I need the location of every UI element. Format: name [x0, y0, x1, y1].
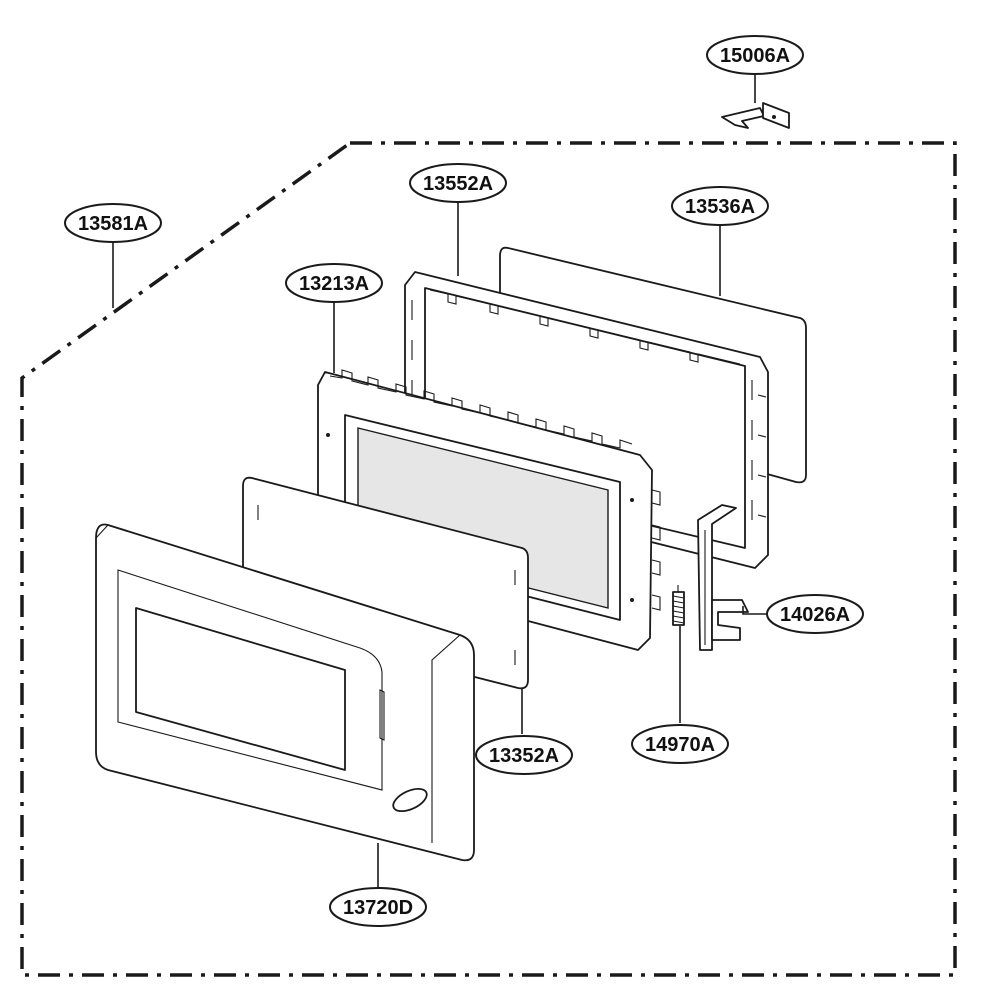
callout-13552a: 13552A	[409, 163, 507, 203]
label-14970a: 14970A	[645, 734, 715, 756]
part-14970a-spring	[672, 585, 685, 626]
callout-13352a: 13352A	[475, 735, 573, 775]
label-13352a: 13352A	[489, 745, 559, 767]
part-14026a-latch	[697, 504, 749, 651]
callout-14970a: 14970A	[631, 724, 729, 764]
part-15006a-bracket	[721, 102, 790, 129]
label-13720d: 13720D	[343, 897, 413, 919]
callout-13720d: 13720D	[329, 887, 427, 927]
label-13536a: 13536A	[685, 196, 755, 218]
callout-14026a: 14026A	[766, 594, 864, 634]
label-15006a: 15006A	[720, 45, 790, 67]
label-13213a: 13213A	[299, 273, 369, 295]
callout-13536a: 13536A	[671, 186, 769, 226]
part-13720d-door-front	[95, 523, 475, 862]
label-14026a: 14026A	[780, 604, 850, 626]
leader-lines	[112, 74, 767, 888]
label-13581a: 13581A	[78, 213, 148, 235]
label-13552a: 13552A	[423, 173, 493, 195]
assembly-boundary	[20, 141, 957, 977]
callout-13213a: 13213A	[285, 263, 383, 303]
callout-15006a: 15006A	[706, 35, 804, 75]
callout-13581a: 13581A	[64, 203, 162, 243]
